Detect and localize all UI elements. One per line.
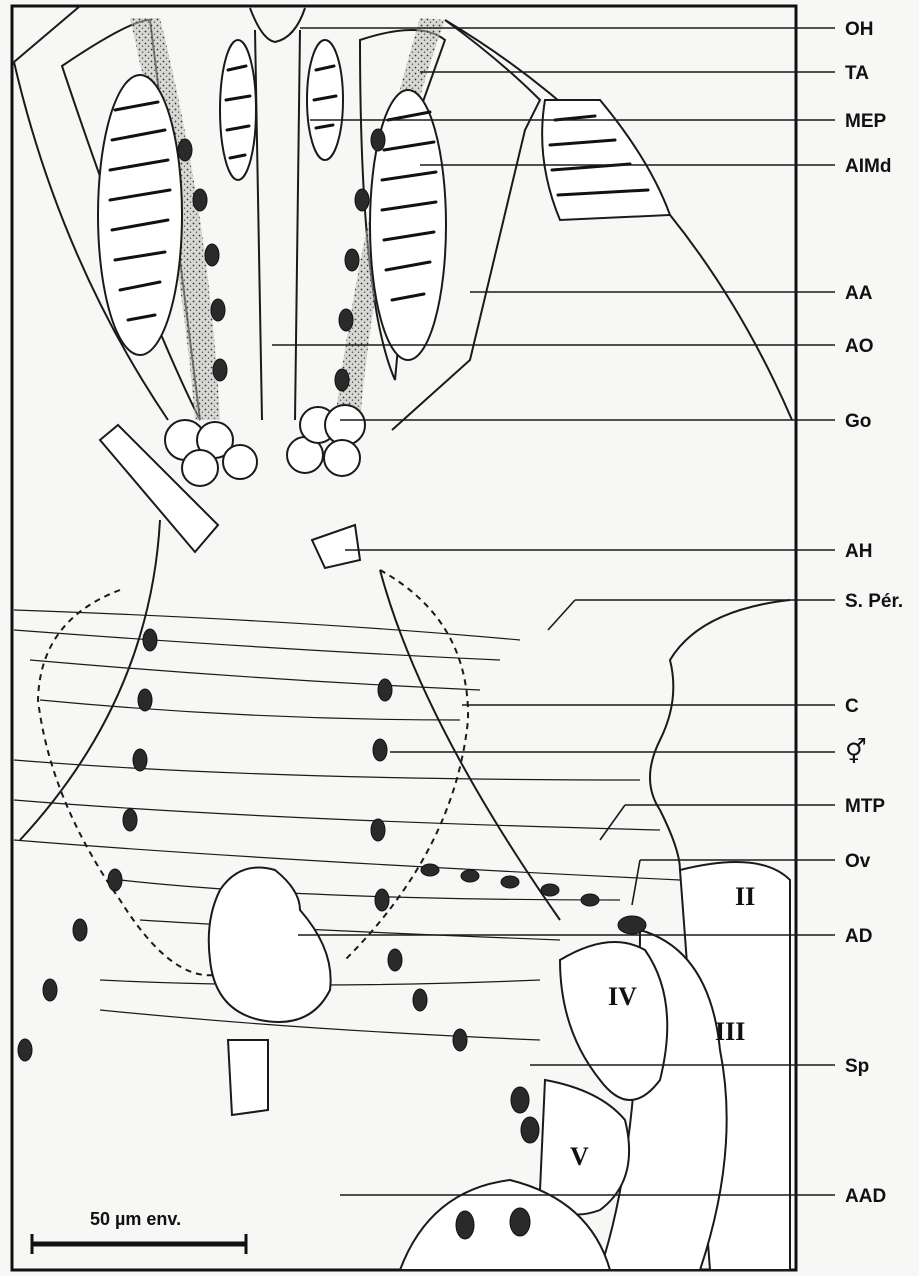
label-s-per: S. Pér. [845,591,903,612]
label-hermaphrodite-symbol: ⚥ [845,738,867,766]
label-mtp: MTP [845,796,885,817]
label-mep: MEP [845,111,887,132]
compartment-label-iv: IV [608,982,637,1011]
muscle-bundle-upper-right [542,100,670,220]
label-aimd: AIMd [845,156,891,177]
right-ah-stub [312,525,360,568]
muscle-bundle-small-right [307,40,343,160]
compartment-iv [560,942,667,1100]
right-dashed-boundary [345,570,468,960]
label-sp: Sp [845,1056,869,1077]
lower-nucleus-1 [456,1211,474,1239]
label-aad: AAD [845,1186,886,1207]
label-aa: AA [845,283,873,304]
muscle-bundle-small-left [220,40,256,180]
central-columns [255,30,300,420]
scale-bar [32,1234,246,1254]
central-sac [209,868,331,1023]
central-stalk [250,8,305,42]
compartment-label-v: V [570,1142,589,1171]
label-c: C [845,696,859,717]
label-ad: AD [845,926,872,947]
label-ta: TA [845,63,869,84]
label-ov: Ov [845,851,871,872]
label-go: Go [845,411,871,432]
compartment-label-ii: II [735,882,755,911]
label-ah: AH [845,541,872,562]
scale-bar-label: 50 µm env. [90,1209,181,1229]
central-duct [228,1040,268,1115]
lower-nucleus-2 [510,1208,530,1236]
lower-body-outline [20,520,560,920]
label-oh: OH [845,19,874,40]
right-outer-curve [445,20,792,420]
right-septum [650,600,790,870]
left-dashed-boundary [38,590,215,975]
muscle-bundle-left [98,75,182,355]
label-ao: AO [845,336,874,357]
compartment-label-iii: III [715,1017,745,1046]
